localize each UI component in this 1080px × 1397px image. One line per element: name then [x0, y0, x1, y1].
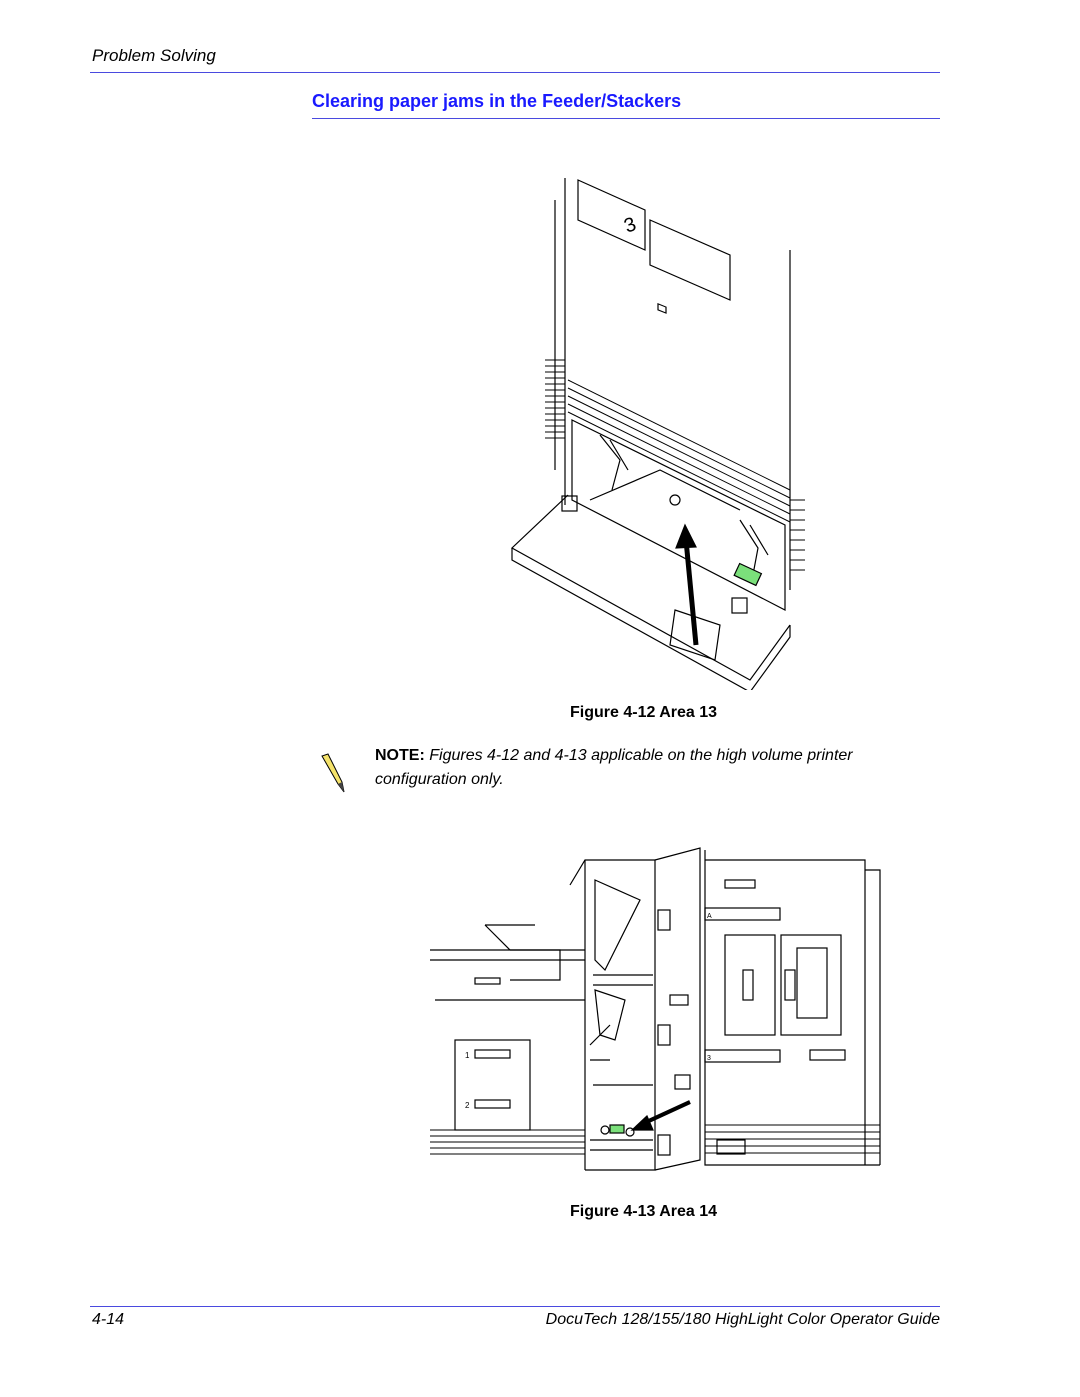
panel-label-3: 3 — [707, 1055, 711, 1062]
running-head: Problem Solving — [92, 46, 216, 65]
figure-caption-4-12: Figure 4-12 Area 13 — [570, 704, 718, 721]
document-title: DocuTech 128/155/180 HighLight Color Ope… — [545, 1311, 940, 1328]
note: NOTE: Figures 4-12 and 4-13 applicable o… — [375, 744, 935, 792]
tray-label-1: 1 — [465, 1051, 470, 1060]
header-rule — [90, 72, 940, 73]
page-number: 4-14 — [92, 1311, 125, 1328]
section-title: Clearing paper jams in the Feeder/Stacke… — [312, 91, 682, 111]
note-label: NOTE: — [375, 747, 425, 764]
panel-label-a: A — [707, 913, 712, 920]
tray-label-2: 2 — [465, 1101, 470, 1110]
figure-area-14-illustration: 1 2 A 3 — [430, 847, 881, 1171]
panel-number: 3 — [621, 213, 639, 237]
figure-area-13-illustration: 3 — [510, 178, 805, 690]
section-rule — [312, 118, 940, 119]
figure-caption-4-13: Figure 4-13 Area 14 — [570, 1203, 718, 1220]
note-text: Figures 4-12 and 4-13 applicable on the … — [375, 747, 853, 788]
footer-rule — [90, 1306, 940, 1307]
pencil-icon — [321, 753, 345, 793]
